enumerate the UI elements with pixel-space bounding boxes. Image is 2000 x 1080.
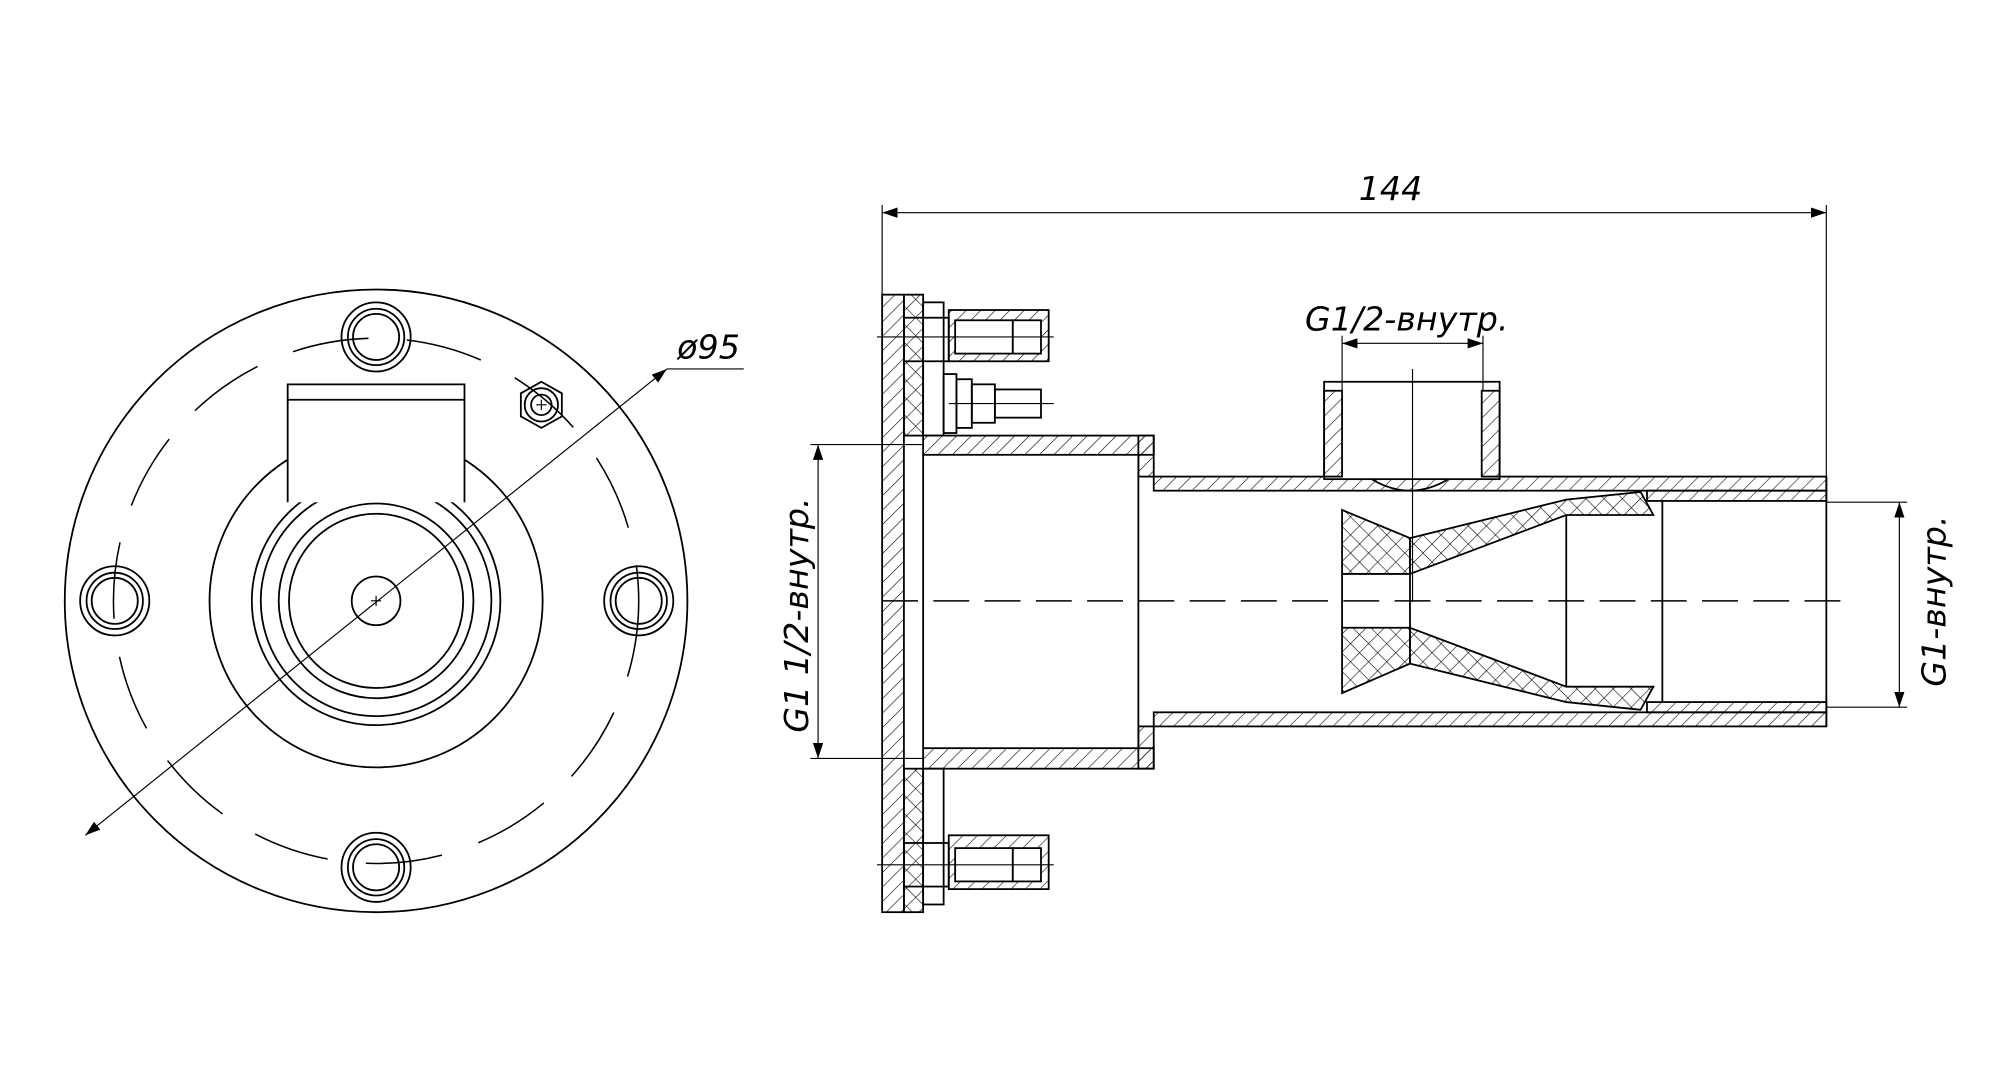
inlet-sleeve-top-wall [922, 434, 1155, 456]
ground-bolt [942, 373, 1054, 434]
flange-outline [63, 288, 689, 914]
body-bottom-wall [1152, 711, 1828, 728]
side-port-label: G1/2-внутр. [1305, 300, 1509, 339]
bottom-bolt [877, 834, 1054, 891]
flange-plate [881, 293, 905, 914]
section-view: 144 [777, 169, 1953, 914]
side-port-tab [286, 383, 466, 503]
diameter-label: ø95 [676, 328, 740, 367]
outlet-thread-label: G1-внутр. [1914, 515, 1953, 686]
top-bolt [877, 309, 1054, 363]
inlet-thread-label: G1 1/2-внутр. [777, 497, 816, 732]
front-view: ø95 [63, 288, 744, 914]
inlet-sleeve-bottom-wall [922, 747, 1155, 770]
ground-nut [519, 380, 563, 429]
side-port [1323, 368, 1501, 603]
diameter-dimension-line [84, 368, 668, 836]
length-label: 144 [1359, 169, 1423, 208]
